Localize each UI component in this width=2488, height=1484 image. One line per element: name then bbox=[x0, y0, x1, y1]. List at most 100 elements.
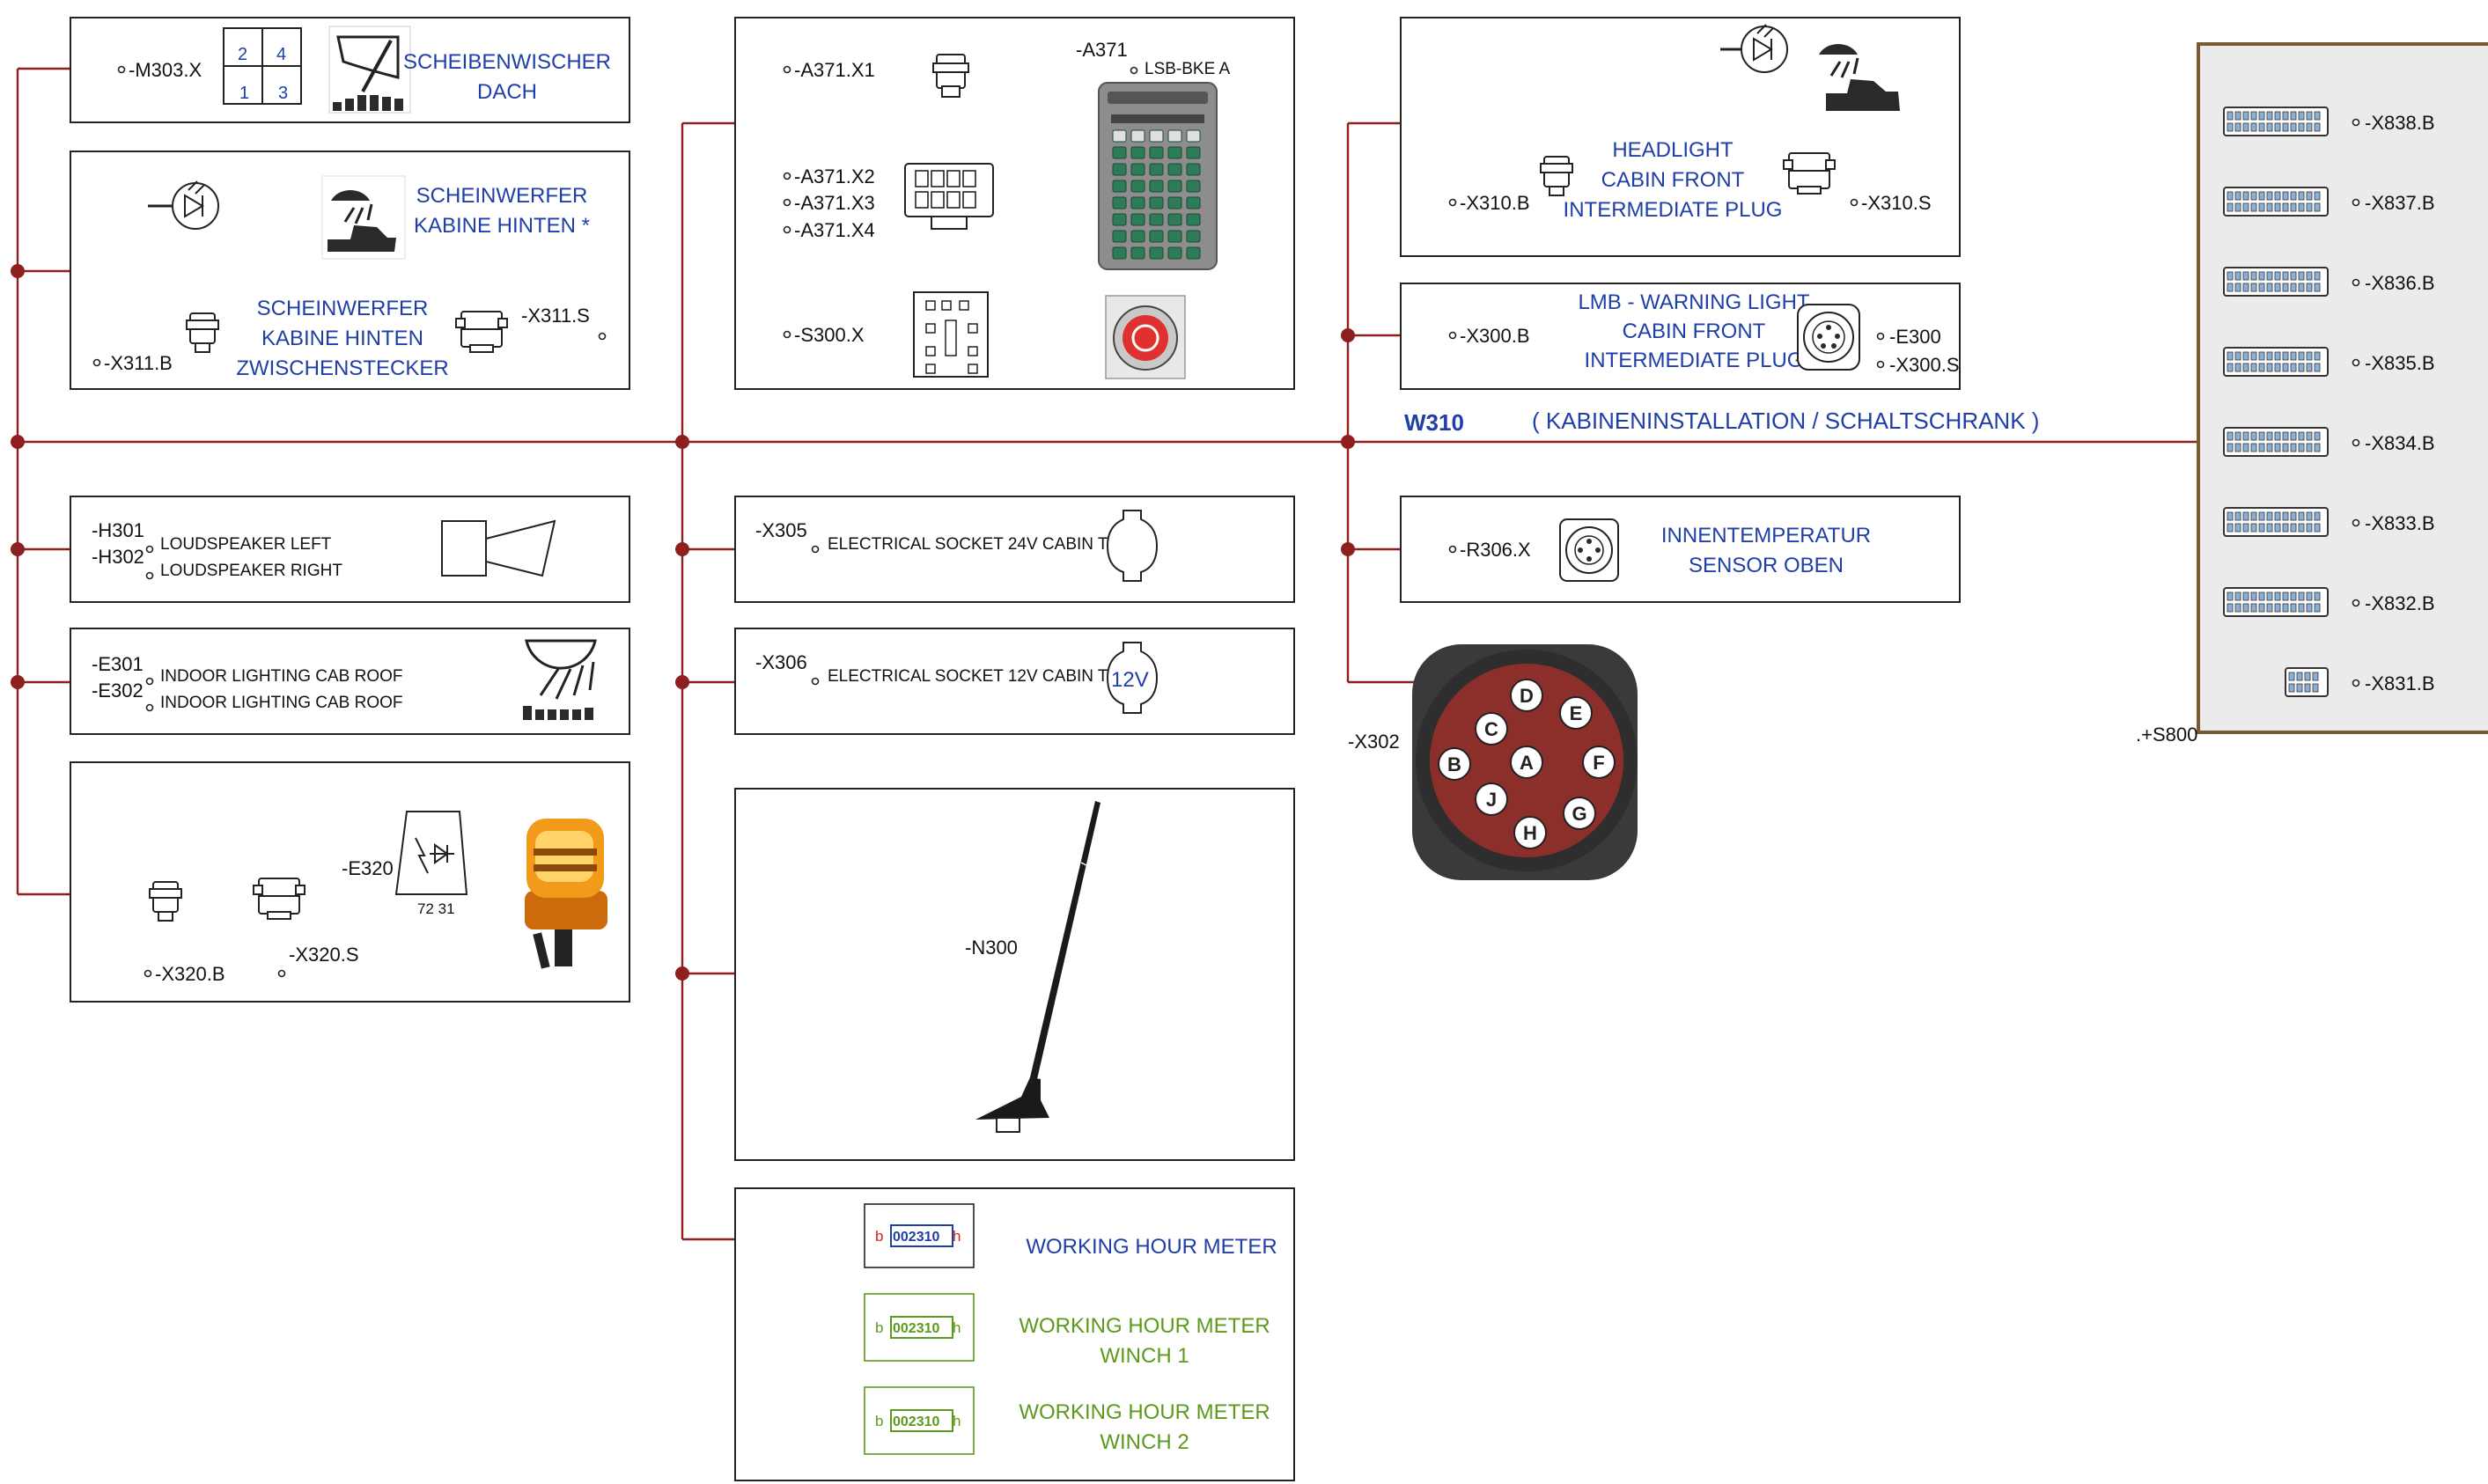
svg-text:G: G bbox=[1572, 803, 1586, 825]
keypad-key bbox=[1167, 230, 1182, 243]
svg-text:E: E bbox=[1570, 702, 1583, 724]
cabinet-connector-label: -X838.B bbox=[2365, 112, 2435, 134]
keypad-key bbox=[1186, 129, 1201, 143]
svg-text:WORKING HOUR METER: WORKING HOUR METER bbox=[1019, 1400, 1270, 1424]
headlight-symbol-icon bbox=[148, 180, 219, 230]
svg-text:LSB-BKE A: LSB-BKE A bbox=[1145, 60, 1230, 78]
x302-pin: B bbox=[1438, 747, 1471, 781]
svg-text:INNENTEMPERATUR: INNENTEMPERATUR bbox=[1661, 524, 1871, 547]
switch-cabinet: .+S800 -X838.B-X837.B-X836.B-X835.B-X834… bbox=[2136, 42, 2488, 746]
svg-text:-X302: -X302 bbox=[1348, 731, 1400, 753]
cabinet-connector: -X837.B bbox=[2223, 187, 2435, 217]
svg-text:A: A bbox=[1520, 752, 1534, 774]
plug-s-icon bbox=[455, 311, 508, 353]
cabinet-connector-label: -X831.B bbox=[2365, 672, 2435, 694]
cabinet-connector-label: -X837.B bbox=[2365, 192, 2435, 214]
keypad-key bbox=[1112, 129, 1127, 143]
hour-meter-2: b 002310 h bbox=[864, 1293, 975, 1362]
wiper-connector-icon: 2 4 1 3 bbox=[223, 27, 302, 105]
keypad-key bbox=[1149, 163, 1164, 176]
svg-text:INTERMEDIATE PLUG: INTERMEDIATE PLUG bbox=[1585, 349, 1804, 372]
hour-meter-1: b 002310 h bbox=[864, 1203, 975, 1268]
socket-icon: 12V bbox=[1106, 642, 1159, 714]
keypad-key bbox=[1149, 196, 1164, 209]
hour-meter-3: b 002310 h bbox=[864, 1386, 975, 1455]
cabinet-connector-label: -X836.B bbox=[2365, 272, 2435, 294]
keypad-key bbox=[1186, 246, 1201, 260]
svg-text:SCHEINWERFER: SCHEINWERFER bbox=[416, 184, 588, 208]
svg-text:H: H bbox=[1523, 822, 1537, 844]
keypad-key bbox=[1112, 213, 1127, 226]
svg-text:B: B bbox=[1447, 753, 1461, 775]
keypad-key bbox=[1112, 246, 1127, 260]
svg-text:-X305: -X305 bbox=[755, 519, 807, 541]
svg-text:ELECTRICAL SOCKET 12V CABIN: ELECTRICAL SOCKET 12V CABIN TOP bbox=[828, 667, 1132, 686]
svg-text:2: 2 bbox=[238, 45, 247, 64]
keypad-key bbox=[1149, 246, 1164, 260]
svg-text:WORKING HOUR METER: WORKING HOUR METER bbox=[1019, 1314, 1270, 1338]
cabinet-connector: -X834.B bbox=[2223, 427, 2435, 457]
plug-b-icon bbox=[149, 881, 182, 922]
sensor-connector-icon bbox=[1559, 518, 1619, 582]
keypad-key bbox=[1167, 213, 1182, 226]
x302-pin: J bbox=[1475, 782, 1508, 816]
keypad-panel-icon bbox=[1098, 82, 1218, 270]
svg-text:-S300.X: -S300.X bbox=[794, 324, 865, 346]
svg-text:-X306: -X306 bbox=[755, 651, 807, 673]
wire-network bbox=[11, 67, 2198, 1241]
cabinet-connector: -X836.B bbox=[2223, 267, 2435, 297]
cabinet-connector: -X831.B bbox=[2285, 667, 2435, 697]
svg-text:C: C bbox=[1484, 718, 1498, 740]
x302-pin: A bbox=[1510, 746, 1543, 779]
antenna-box: -N300 bbox=[734, 788, 1295, 1161]
svg-text:12V: 12V bbox=[1111, 668, 1149, 692]
svg-text:LOUDSPEAKER RIGHT: LOUDSPEAKER RIGHT bbox=[160, 562, 342, 580]
svg-text:-A371.X4: -A371.X4 bbox=[794, 219, 875, 241]
keypad-key bbox=[1167, 146, 1182, 159]
svg-text:-X300.B: -X300.B bbox=[1460, 325, 1530, 347]
keypad-key bbox=[1149, 180, 1164, 193]
svg-text:b: b bbox=[875, 1228, 883, 1245]
svg-text:WINCH 2: WINCH 2 bbox=[1100, 1430, 1189, 1454]
plug-s-icon bbox=[253, 878, 305, 920]
svg-text:INDOOR LIGHTING CAB ROOF: INDOOR LIGHTING CAB ROOF bbox=[160, 694, 403, 712]
svg-text:002310: 002310 bbox=[893, 1321, 939, 1336]
svg-text:F: F bbox=[1593, 752, 1604, 774]
wiper-box: -M303.X 2 4 1 3 SCHEIBENWISCHER DACH bbox=[70, 17, 630, 123]
svg-text:1: 1 bbox=[239, 84, 249, 103]
connector-x1-icon bbox=[932, 54, 969, 98]
svg-text:002310: 002310 bbox=[893, 1414, 939, 1429]
cabin-work-light-icon bbox=[1819, 43, 1900, 111]
keypad-key bbox=[1149, 230, 1164, 243]
keypad-key bbox=[1186, 146, 1201, 159]
cabinet-connector-label: -X834.B bbox=[2365, 432, 2435, 454]
keypad-key bbox=[1167, 246, 1182, 260]
beacon-box: -X320.B -X320.S -E320 72 31 bbox=[70, 761, 630, 1003]
svg-text:002310: 002310 bbox=[893, 1230, 939, 1245]
keypad-key bbox=[1112, 230, 1127, 243]
loudspeaker-icon bbox=[441, 519, 556, 577]
keypad-key bbox=[1130, 230, 1145, 243]
svg-text:ZWISCHENSTECKER: ZWISCHENSTECKER bbox=[236, 356, 448, 380]
x302-pin: C bbox=[1475, 712, 1508, 746]
rotating-beacon-icon bbox=[525, 819, 607, 969]
svg-text:INDOOR LIGHTING CAB ROOF: INDOOR LIGHTING CAB ROOF bbox=[160, 667, 403, 686]
svg-text:h: h bbox=[953, 1319, 961, 1336]
antenna-icon bbox=[975, 801, 1100, 1133]
svg-text:b: b bbox=[875, 1413, 883, 1429]
svg-text:CABIN FRONT: CABIN FRONT bbox=[1601, 168, 1745, 192]
speakers-box: -H301 -H302 LOUDSPEAKER LEFT LOUDSPEAKER… bbox=[70, 496, 630, 603]
indoor-lighting-box: -E301 -E302 INDOOR LIGHTING CAB ROOF IND… bbox=[70, 628, 630, 735]
bus-description: ( KABINENINSTALLATION / SCHALTSCHRANK ) bbox=[1532, 408, 2039, 434]
svg-text:KABINE HINTEN: KABINE HINTEN bbox=[261, 327, 423, 350]
svg-text:-X311.B: -X311.B bbox=[104, 352, 173, 374]
cabinet-connector: -X838.B bbox=[2223, 107, 2435, 136]
keypad-key bbox=[1112, 180, 1127, 193]
svg-text:ELECTRICAL SOCKET 24V CABIN: ELECTRICAL SOCKET 24V CABIN TOP bbox=[828, 535, 1132, 554]
cabinet-connector-label: -X832.B bbox=[2365, 592, 2435, 614]
svg-text:4: 4 bbox=[276, 45, 286, 64]
emergency-stop-icon bbox=[1105, 295, 1186, 379]
a371-box: -A371.X1 -A371 LSB-BKE A -A371.X2 -A371.… bbox=[734, 17, 1295, 390]
svg-text:KABINE HINTEN *: KABINE HINTEN * bbox=[414, 214, 590, 238]
